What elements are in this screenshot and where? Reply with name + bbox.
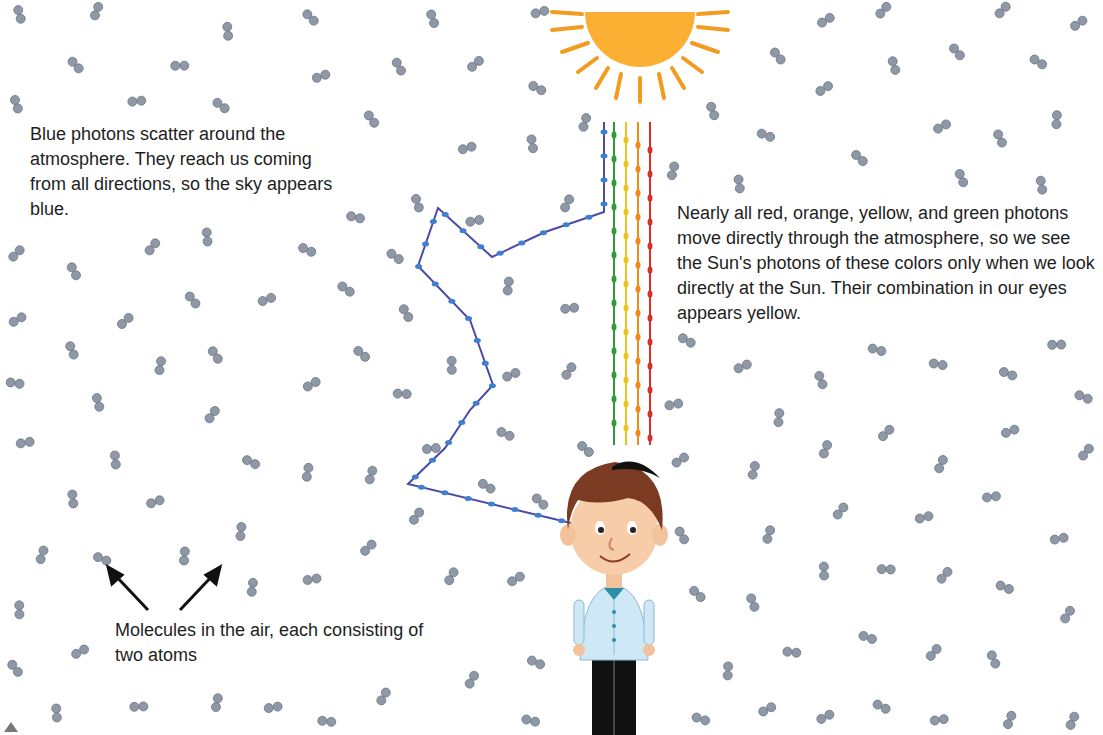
note-text: Nearly all red, orange, yellow, and gree… [677,201,1095,326]
note-text: Molecules in the air, each consisting of… [115,618,425,668]
air-molecules [6,2,1093,729]
pointer-arrows [108,567,220,610]
sun [552,12,728,102]
note-text: Blue photons scatter around the atmosphe… [30,122,340,222]
corner-triangle [4,722,18,732]
boy-figure [560,462,668,735]
